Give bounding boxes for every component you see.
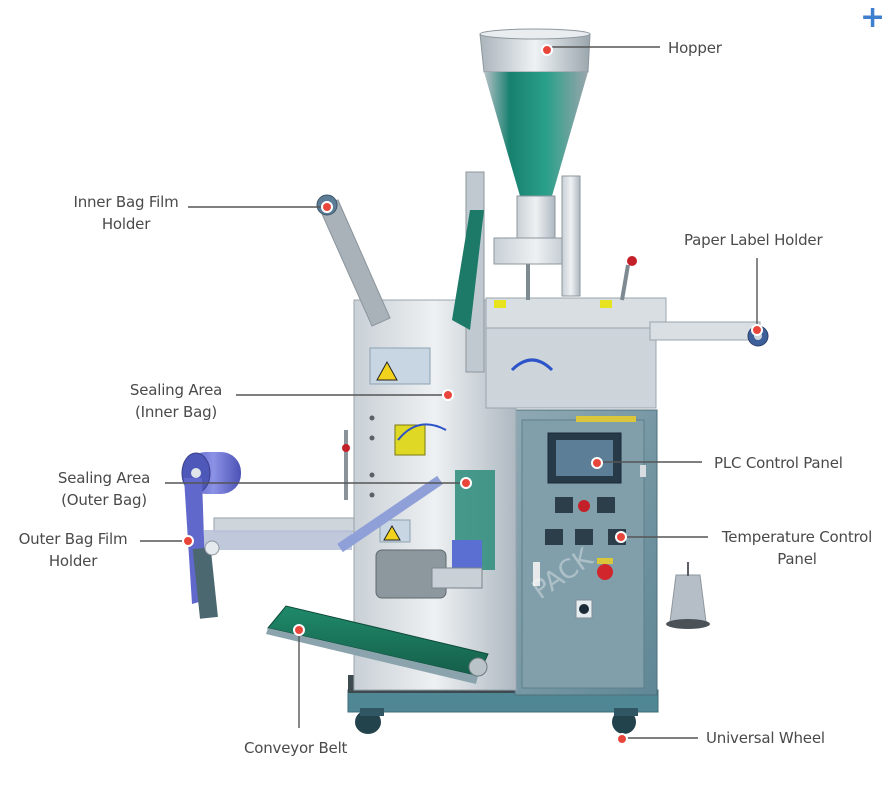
marker-sealing-outer (460, 477, 472, 489)
label-sealing-area-outer: Sealing Area (Outer Bag) (57, 469, 151, 509)
plus-icon[interactable]: + (860, 0, 886, 35)
label-sealing-area-inner: Sealing Area (Inner Bag) (129, 381, 223, 421)
marker-dots (182, 44, 763, 745)
marker-conveyor-belt (293, 624, 305, 636)
leader-lines (140, 46, 758, 739)
marker-plc-panel (591, 457, 603, 469)
label-plc-control-panel: PLC Control Panel (714, 454, 843, 472)
paper-label-arm (649, 321, 769, 347)
label-universal-wheel: Universal Wheel (706, 729, 825, 747)
hopper (479, 28, 591, 297)
control-cabinet (514, 409, 658, 696)
marker-outer-film-holder (182, 535, 194, 547)
label-paper-label-holder: Paper Label Holder (684, 231, 823, 249)
conveyor-belt (266, 605, 489, 684)
thread-spool (666, 562, 710, 629)
label-hopper: Hopper (668, 39, 722, 57)
label-conveyor-belt: Conveyor Belt (244, 739, 348, 757)
marker-hopper (541, 44, 553, 56)
marker-sealing-inner (442, 389, 454, 401)
label-temperature-control-panel: Temperature Control Panel (721, 528, 873, 568)
label-outer-bag-film-holder: Outer Bag Film Holder (18, 530, 128, 570)
marker-inner-film-holder (321, 201, 333, 213)
upper-mechanism (452, 171, 667, 409)
marker-universal-wheel (616, 733, 628, 745)
marker-paper-label-holder (751, 324, 763, 336)
marker-temperature-panel (615, 531, 627, 543)
label-inner-bag-film-holder: Inner Bag Film Holder (73, 193, 179, 233)
wheels (355, 708, 638, 734)
